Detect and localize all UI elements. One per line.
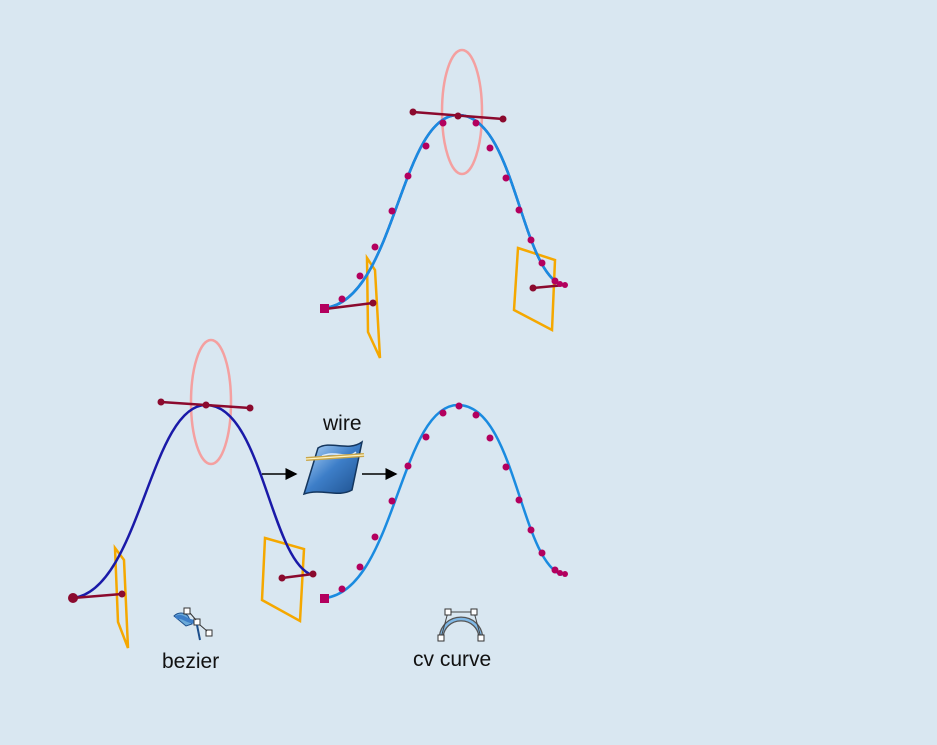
cv-curve-label: cv curve: [413, 648, 492, 671]
bezier-curve-group: [68, 338, 317, 649]
cv-point: [404, 462, 412, 470]
cv-point: [538, 259, 546, 267]
handle-end-point: [202, 401, 210, 409]
cv-start-point: [320, 594, 329, 603]
cv-point: [551, 277, 559, 285]
cv-point: [486, 144, 494, 152]
cv-point: [515, 206, 523, 214]
handle-end-point: [278, 574, 286, 582]
handle-end-point: [499, 115, 507, 123]
cv-point: [422, 433, 430, 441]
handle-end-point: [118, 590, 126, 598]
bezier-curve: [72, 403, 313, 600]
cv-point: [388, 497, 396, 505]
wire-tool-icon[interactable]: [302, 440, 365, 496]
cv-point: [472, 119, 480, 127]
cv-point: [527, 526, 535, 534]
cv-point: [371, 533, 379, 541]
cv-point: [356, 563, 364, 571]
handle-end-point: [246, 404, 254, 412]
orientation-ellipse-bezier: [189, 338, 233, 466]
cv-point: [356, 272, 364, 280]
cv-point: [562, 282, 568, 288]
combined-curve-group: [320, 48, 568, 359]
handle-end-point: [409, 108, 417, 116]
cv-point: [557, 570, 563, 576]
tangent-plane-right-top: [512, 246, 557, 333]
cv-point: [404, 172, 412, 180]
handle-end-point: [529, 284, 537, 292]
cv-point: [439, 409, 447, 417]
cv-point: [502, 174, 510, 182]
cv-points-top: [320, 119, 568, 313]
handle-end-point: [454, 112, 462, 120]
tangent-handle-bezier-right: [281, 572, 314, 580]
bezier-start-point: [68, 593, 78, 603]
cv-curve-group: [320, 402, 568, 603]
tangent-plane-right-bezier: [260, 536, 306, 624]
cv-point: [527, 236, 535, 244]
cv-point: [422, 142, 430, 150]
cv-point: [439, 119, 447, 127]
cv-point: [551, 566, 559, 574]
cv-point: [486, 434, 494, 442]
handle-end-point: [369, 299, 377, 307]
bezier-tool-icon[interactable]: [173, 607, 213, 641]
wire-label: wire: [323, 412, 362, 435]
orientation-ellipse-top: [440, 48, 484, 176]
cv-start-point: [320, 304, 329, 313]
cv-point: [388, 207, 396, 215]
cv-point: [371, 243, 379, 251]
bezier-label: bezier: [162, 650, 220, 673]
tangent-plane-left-bezier: [113, 544, 130, 649]
cv-point: [515, 496, 523, 504]
tangent-handle-top-left: [324, 301, 374, 311]
cv-point: [557, 281, 563, 287]
cv-curve-tool-icon[interactable]: [437, 608, 485, 642]
cv-point: [472, 411, 480, 419]
handle-end-point: [157, 398, 165, 406]
cv-point: [455, 402, 463, 410]
handle-end-point: [309, 570, 317, 578]
tangent-handle-bezier-left: [72, 592, 123, 600]
cv-point: [338, 585, 346, 593]
cv-point: [562, 571, 568, 577]
cv-point: [538, 549, 546, 557]
wire-conversion-group: [262, 440, 398, 496]
cv-point: [338, 295, 346, 303]
cv-point: [502, 463, 510, 471]
